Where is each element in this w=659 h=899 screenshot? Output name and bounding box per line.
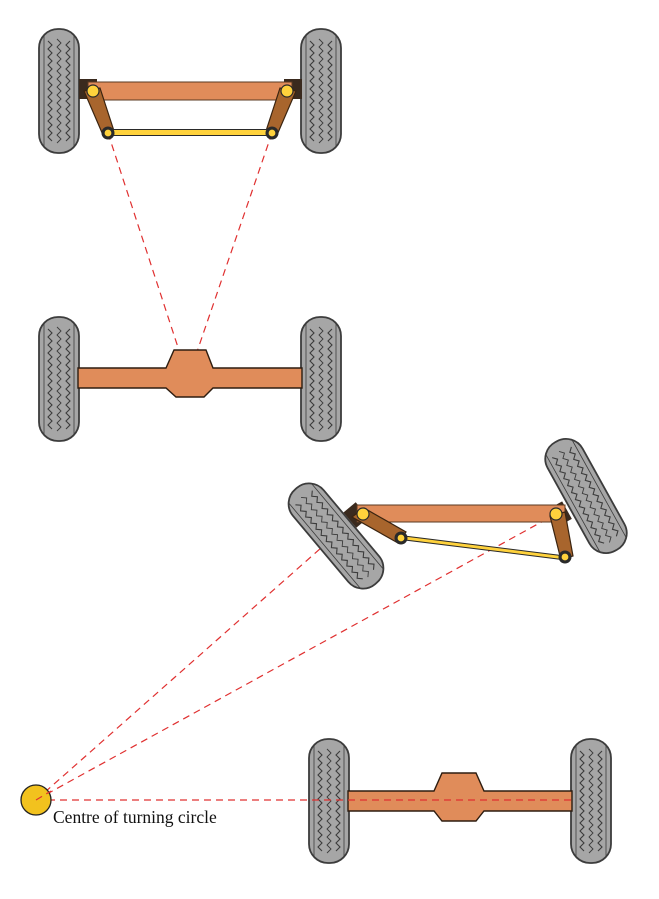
kingpin-pivot xyxy=(280,84,294,98)
tie-rod xyxy=(106,129,274,136)
tie-rod-joint xyxy=(560,552,570,562)
front-beam xyxy=(87,81,293,101)
construction-line xyxy=(187,132,273,379)
front-left-tyre xyxy=(279,474,393,598)
front-axle-turning xyxy=(35,431,635,801)
kingpin-pivot xyxy=(549,507,563,521)
tie-rod-joint xyxy=(103,128,113,138)
turning-centre: Centre of turning circle xyxy=(20,784,217,827)
tie-rod-joint xyxy=(267,128,277,138)
tie-rod xyxy=(399,534,567,561)
front-axle-straight xyxy=(38,28,342,379)
rear-axle-turning xyxy=(36,738,612,864)
construction-lines-turning xyxy=(35,513,557,801)
rear-right-tyre xyxy=(570,738,612,864)
rear-axle-straight xyxy=(38,316,342,442)
construction-line xyxy=(107,132,189,379)
tie-rod-joint xyxy=(396,533,406,543)
construction-line xyxy=(35,790,52,801)
kingpin-pivot xyxy=(86,84,100,98)
construction-line xyxy=(35,513,557,801)
construction-lines-straight xyxy=(107,132,273,379)
front-right-tyre xyxy=(537,431,635,561)
front-beam xyxy=(356,504,566,523)
construction-line xyxy=(35,539,331,801)
rear-axle-differential xyxy=(347,772,573,822)
kingpin-pivot xyxy=(356,507,370,521)
rear-axle-differential xyxy=(77,349,303,398)
rear-left-tyre xyxy=(308,738,350,864)
centre-label: Centre of turning circle xyxy=(53,807,217,827)
rear-left-tyre xyxy=(38,316,80,442)
front-right-tyre xyxy=(300,28,342,154)
rear-right-tyre xyxy=(300,316,342,442)
front-left-tyre xyxy=(38,28,80,154)
